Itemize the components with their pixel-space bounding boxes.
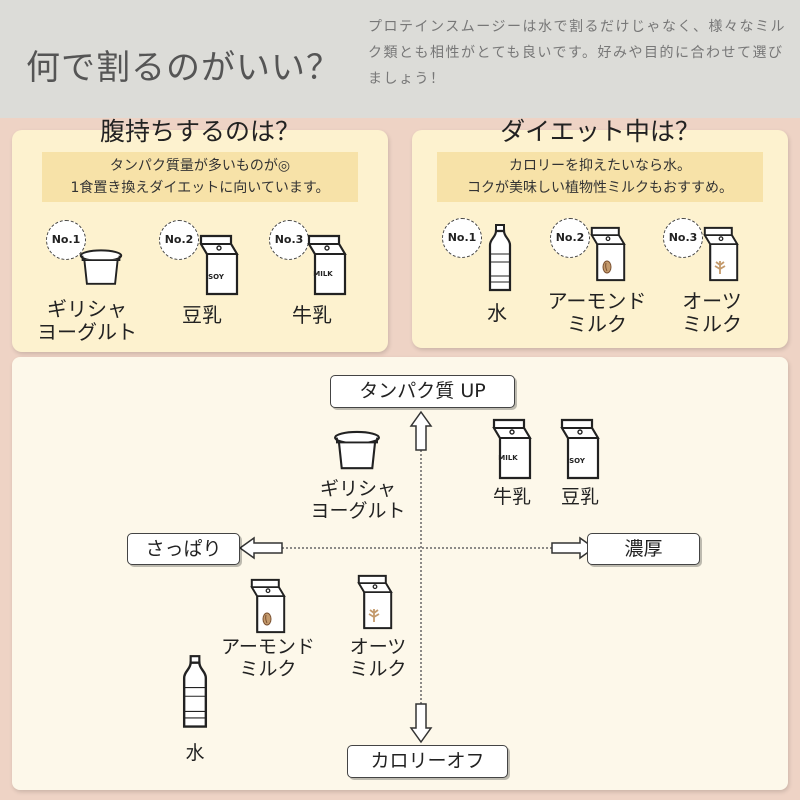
diet-item-3: No.3 オーツミルク <box>657 218 767 348</box>
arrow-left-icon <box>238 536 283 560</box>
svg-text:SOY: SOY <box>569 457 586 465</box>
map-item-label-line1: ギリシャ <box>319 478 396 500</box>
milk-carton-icon: MILK <box>492 418 532 480</box>
satiety-item-2: No.2 SOY 豆乳 <box>147 220 257 350</box>
arrow-up-icon <box>409 410 433 451</box>
svg-text:MILK: MILK <box>313 270 333 278</box>
oat-milk-carton-icon <box>357 574 393 630</box>
arrow-down-icon <box>409 703 433 744</box>
rank-badge: No.2 <box>159 220 199 260</box>
diet-card: ダイエット中は？ カロリーを抑えたいなら水。コクが美味しい植物性ミルクもおすすめ… <box>412 117 788 348</box>
rank-badge: No.1 <box>442 218 482 258</box>
diet-item-1: No.1 水 <box>432 218 542 348</box>
item-name-line2: ヨーグルト <box>37 320 137 344</box>
item-name: オーツミルク <box>657 290 767 336</box>
item-name: 水 <box>487 301 507 325</box>
satiety-item-3: No.3 MILK 牛乳 <box>257 220 367 350</box>
map-item-milk: 牛乳 <box>492 486 531 508</box>
item-name: 牛乳 <box>292 303 332 327</box>
soy-milk-carton-icon: SOY <box>199 234 239 296</box>
map-item-water: 水 <box>185 742 205 764</box>
diet-item-2: No.2 アーモンドミルク <box>542 218 652 348</box>
map-item-almond: アーモンドミルク <box>208 636 328 680</box>
axis-label-left: さっぱり <box>127 533 240 565</box>
water-bottle-icon <box>182 655 208 731</box>
svg-text:MILK: MILK <box>498 454 518 462</box>
satiety-note: タンパク質量が多いものが◎ 1食置き換えダイエットに向いています。 <box>42 152 358 202</box>
axis-label-top: タンパク質 UP <box>330 375 515 408</box>
satiety-title: 腹持ちするのは？ <box>99 117 300 146</box>
diet-title: ダイエット中は？ <box>500 117 700 146</box>
page-description: プロテインスムージーは水で割るだけじゃなく、様々なミルク類とも相性がとても良いで… <box>368 19 786 87</box>
rank-badge: No.3 <box>663 218 703 258</box>
diet-note: カロリーを抑えたいなら水。コクが美味しい植物性ミルクもおすすめ。 <box>437 152 763 202</box>
soy-milk-carton-icon: SOY <box>560 418 600 480</box>
map-item-label-line2: ミルク <box>349 658 407 680</box>
almond-milk-carton-icon <box>250 578 286 634</box>
satiety-item-1: No.1 ギリシャヨーグルト <box>32 220 142 350</box>
map-item-label-line2: ヨーグルト <box>310 500 406 522</box>
map-item-yogurt: ギリシャヨーグルト <box>298 478 418 522</box>
map-item-label-line1: アーモンド <box>221 636 315 658</box>
satiety-card: 腹持ちするのは？ タンパク質量が多いものが◎ 1食置き換えダイエットに向いています… <box>12 117 388 352</box>
satiety-note-line2: 1食置き換えダイエットに向いています。 <box>70 180 330 196</box>
map-item-soy: 豆乳 <box>560 486 599 508</box>
diet-note-line1: カロリーを抑えたいなら水。 <box>509 158 691 174</box>
item-name: 豆乳 <box>182 303 222 327</box>
diet-note-line2: コクが美味しい植物性ミルクもおすすめ。 <box>467 180 733 196</box>
map-item-oat: オーツミルク <box>318 636 438 680</box>
yogurt-icon <box>333 430 381 472</box>
satiety-note-line1: タンパク質量が多いものが◎ <box>109 158 291 174</box>
item-name: アーモンドミルク <box>537 290 657 336</box>
page-title: 何で割るのがいい？ <box>26 48 341 88</box>
item-name-line1: オーツ <box>682 289 742 313</box>
item-name-line1: アーモンド <box>547 289 647 313</box>
axis-label-bottom: カロリーオフ <box>347 745 508 778</box>
map-item-label-line2: ミルク <box>239 658 297 680</box>
arrow-right-icon <box>551 536 596 560</box>
header-banner: 何で割るのがいい？ プロテインスムージーは水で割るだけじゃなく、様々なミルク類と… <box>0 0 800 118</box>
axis-label-right: 濃厚 <box>587 533 700 565</box>
item-name-line1: ギリシャ <box>47 297 127 321</box>
svg-text:SOY: SOY <box>208 273 225 281</box>
item-name-line2: ミルク <box>567 312 627 336</box>
rank-badge: No.3 <box>269 220 309 260</box>
milk-carton-icon: MILK <box>307 234 347 296</box>
map-item-label-line1: オーツ <box>349 636 407 658</box>
item-name: ギリシャヨーグルト <box>22 298 152 344</box>
item-name-line2: ミルク <box>682 312 742 336</box>
rank-badge: No.2 <box>550 218 590 258</box>
rank-badge: No.1 <box>46 220 86 260</box>
positioning-map <box>12 357 788 790</box>
